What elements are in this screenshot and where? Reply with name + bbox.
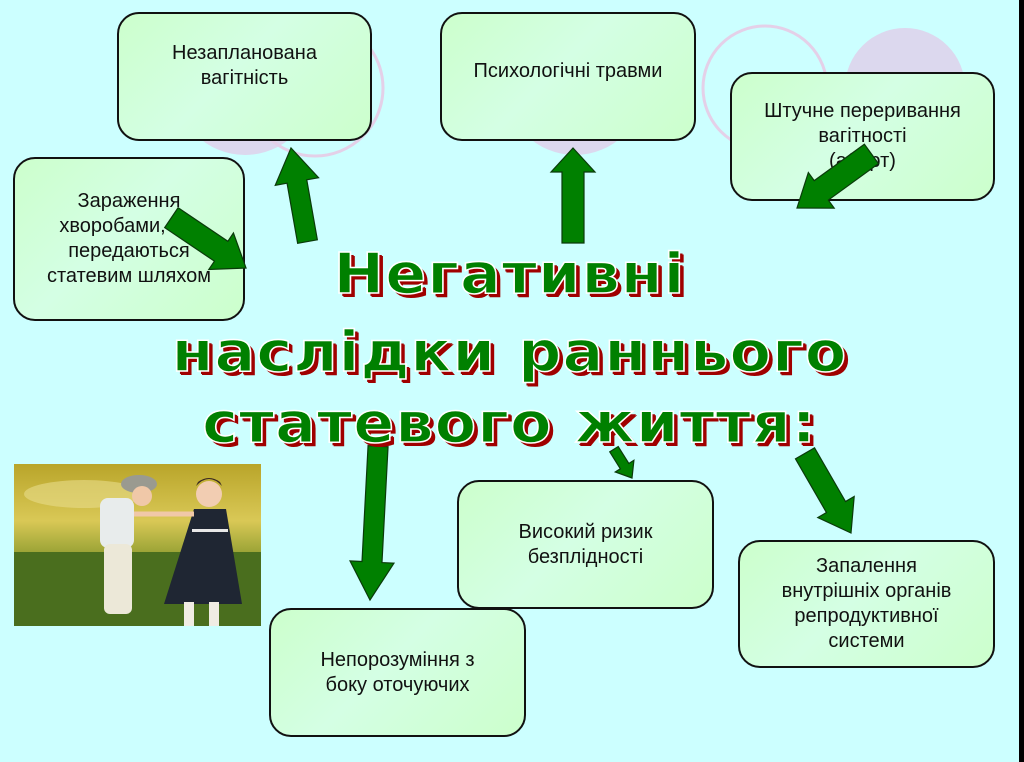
title-line-3: статевого життя: (201, 391, 817, 456)
title-line-2: наслідки раннього (171, 320, 848, 385)
arrow-up-left-icon (163, 206, 247, 271)
box-text: Непорозуміння з боку оточуючих (320, 648, 475, 696)
box-unplanned-pregnancy: Незапланована вагітність (117, 12, 372, 141)
arrow-down-small-icon (608, 445, 635, 479)
children-photo (14, 464, 261, 626)
box-text: Зараження хворобами, що передаються стат… (47, 190, 211, 287)
box-text: Психологічні травми (473, 60, 663, 82)
box-psychological-trauma: Психологічні травми (440, 12, 696, 141)
arrow-up-icon (274, 146, 320, 244)
arrow-up-icon (549, 147, 597, 244)
arrow-down-icon (349, 445, 396, 602)
box-reproductive-inflammation: Запалення внутрішніх органів репродуктив… (738, 540, 995, 668)
title-line-1: Негативні (333, 242, 686, 307)
arrow-down-right-icon (794, 447, 855, 534)
box-text: Незапланована вагітність (172, 41, 317, 89)
box-text: Запалення внутрішніх органів репродуктив… (781, 555, 952, 652)
arrow-up-right-icon (796, 143, 880, 209)
box-text: Високий ризик безплідності (518, 520, 653, 568)
photo-illustration (14, 464, 261, 626)
box-misunderstanding: Непорозуміння з боку оточуючих (269, 608, 526, 737)
box-abortion: Штучне переривання вагітності (аборт) (730, 72, 995, 201)
screen-edge (1019, 0, 1024, 762)
box-infertility-risk: Високий ризик безплідності (457, 480, 714, 609)
